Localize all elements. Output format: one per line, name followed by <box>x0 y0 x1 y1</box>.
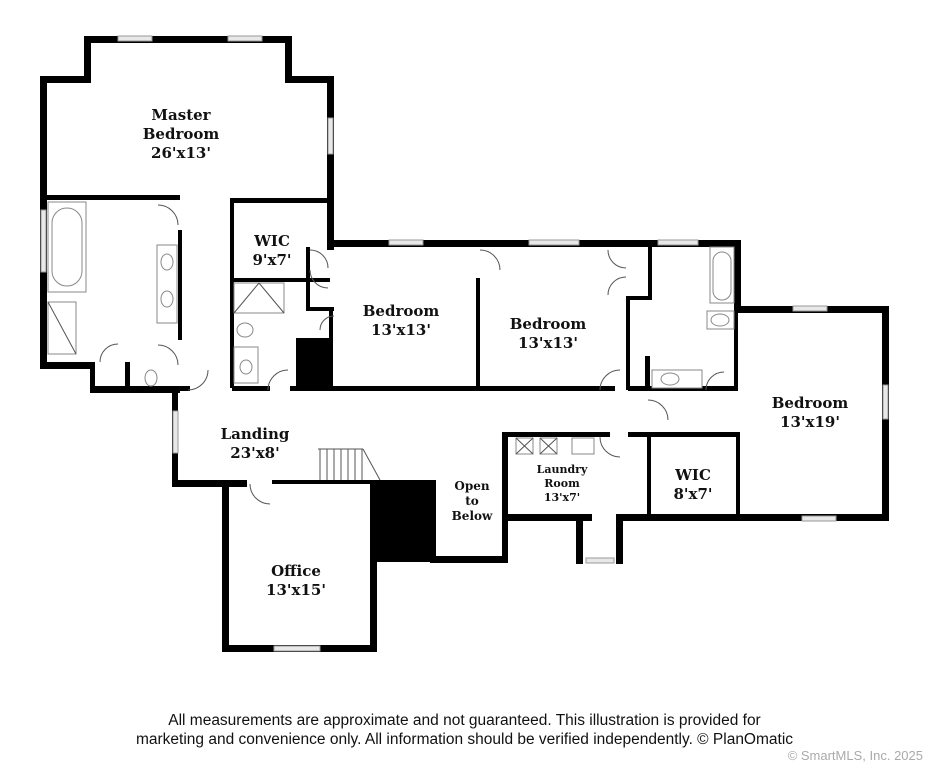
room-dimensions: 13'x15' <box>266 580 326 599</box>
room-name: Open <box>454 479 490 493</box>
room-dimensions: 13'x7' <box>543 490 581 504</box>
room-name: Office <box>271 562 321 580</box>
room-name: Landing <box>220 425 290 443</box>
room-dimensions: 13'x19' <box>780 412 840 431</box>
room-label-bedroom-3: Bedroom 13'x19' <box>772 394 849 432</box>
room-name: Laundry <box>536 463 588 476</box>
room-name: Bedroom <box>362 302 440 320</box>
room-name: WIC <box>675 466 711 484</box>
room-label-master-bedroom: Master Bedroom 26'x13' <box>143 106 220 162</box>
room-label-laundry: Laundry Room 13'x7' <box>537 463 588 504</box>
room-name: Room <box>544 476 580 490</box>
fixtures <box>47 201 735 505</box>
room-label-office: Office 13'x15' <box>266 562 326 600</box>
room-dimensions: 9'x7' <box>252 250 292 269</box>
room-dimensions: 26'x13' <box>151 143 211 162</box>
room-dimensions: 13'x13' <box>371 320 431 339</box>
room-dimensions: 13'x13' <box>518 333 578 352</box>
windows <box>40 35 889 652</box>
room-name: Bedroom <box>142 124 220 143</box>
copyright-watermark: © SmartMLS, Inc. 2025 <box>787 748 923 763</box>
disclaimer: All measurements are approximate and not… <box>0 711 929 749</box>
room-name: Below <box>451 509 493 523</box>
room-name: WIC <box>254 232 290 250</box>
room-name: to <box>465 494 479 508</box>
room-name: Master <box>151 106 211 124</box>
room-name: Bedroom <box>771 394 849 412</box>
disclaimer-line-2: marketing and convenience only. All info… <box>135 731 794 748</box>
room-label-bedroom-2: Bedroom 13'x13' <box>510 315 587 353</box>
room-label-landing: Landing 23'x8' <box>221 425 290 463</box>
room-label-open-to-below: Open to Below <box>452 479 493 524</box>
room-label-wic-bedroom: WIC 8'x7' <box>673 466 712 504</box>
room-label-bedroom-1: Bedroom 13'x13' <box>363 302 440 340</box>
disclaimer-line-1: All measurements are approximate and not… <box>168 712 761 729</box>
stairs <box>318 448 381 481</box>
room-label-wic-master: WIC 9'x7' <box>252 232 291 270</box>
room-name: Bedroom <box>509 315 587 333</box>
room-dimensions: 8'x7' <box>673 484 713 503</box>
room-dimensions: 23'x8' <box>230 443 280 462</box>
